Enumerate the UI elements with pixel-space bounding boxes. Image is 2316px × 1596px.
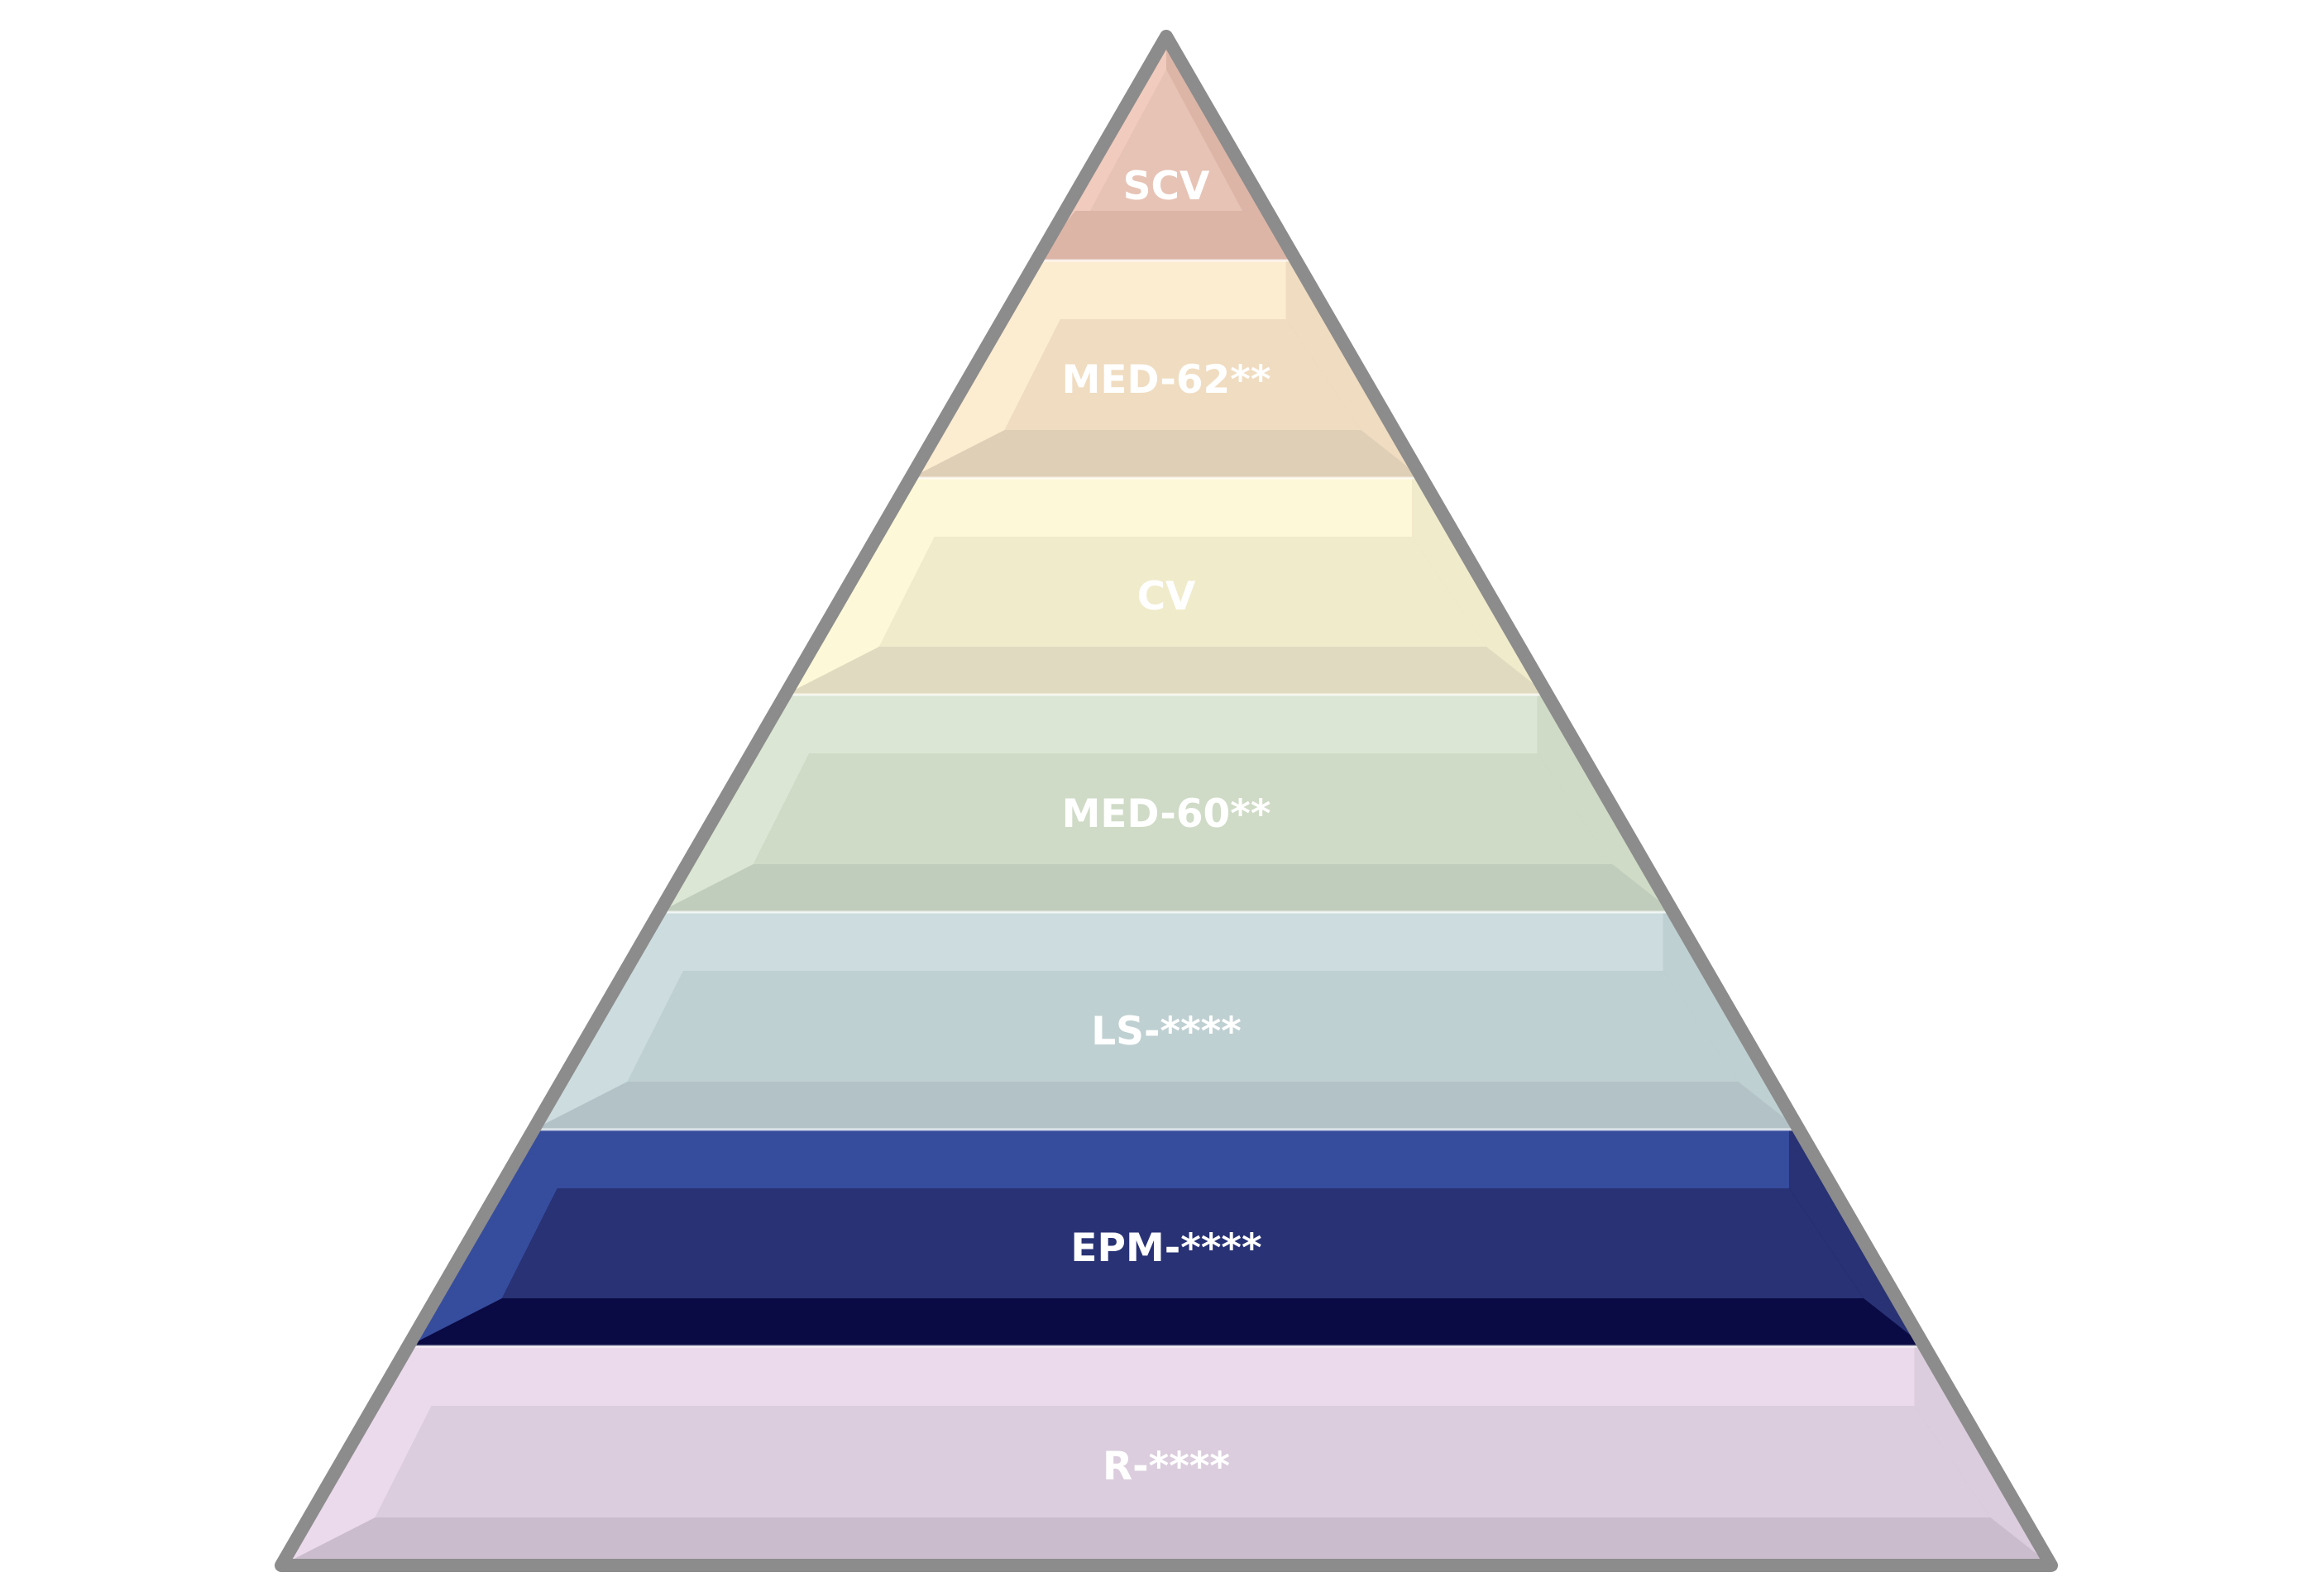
tier-label: SCV [1123, 164, 1210, 209]
tier-bevel-left [281, 1406, 432, 1565]
tier-face [627, 971, 1739, 1082]
tier-face [501, 1188, 1864, 1298]
tier-bevel-top [499, 1130, 1790, 1188]
tier-bevel-left [533, 971, 684, 1130]
tier-label: R-**** [1103, 1444, 1230, 1489]
tier-label: CV [1137, 574, 1196, 619]
pyramid-tier: R-**** [281, 1345, 2051, 1565]
tier-face [753, 753, 1613, 864]
pyramid-tier: CV [785, 476, 1548, 695]
tier-label: MED-60** [1062, 791, 1271, 837]
pyramid-tier: EPM-**** [408, 1128, 1925, 1346]
tier-face [375, 1406, 1991, 1517]
tier-bevel-left [910, 319, 1061, 478]
pyramid-tier: LS-**** [533, 910, 1800, 1130]
tier-face [1004, 319, 1361, 430]
tier-bevel-left [659, 753, 810, 912]
tier-face [878, 537, 1487, 647]
tier-label: EPM-**** [1070, 1226, 1261, 1271]
tier-label: MED-62** [1062, 357, 1271, 403]
tier-bevel-top [373, 1346, 1915, 1406]
tier-bevel-left [408, 1188, 557, 1346]
pyramid-outline [275, 30, 2058, 1572]
tier-bevel-top [625, 912, 1663, 971]
pyramid-tiers: SCV MED-62** CV MED-60** LS-**** EPM-**** R-**… [281, 36, 2051, 1565]
tier-bevel-top [1002, 260, 1286, 319]
pyramid-tier: SCV [1036, 36, 1296, 260]
tier-face [1089, 69, 1243, 211]
pyramid-tier: MED-60** [659, 693, 1673, 912]
tier-bevel-top [876, 478, 1413, 537]
tier-bevel-left [785, 537, 935, 695]
tier-bevel-top [751, 695, 1538, 753]
tier-label: LS-**** [1091, 1009, 1242, 1054]
pyramid-tier: MED-62** [910, 259, 1423, 478]
